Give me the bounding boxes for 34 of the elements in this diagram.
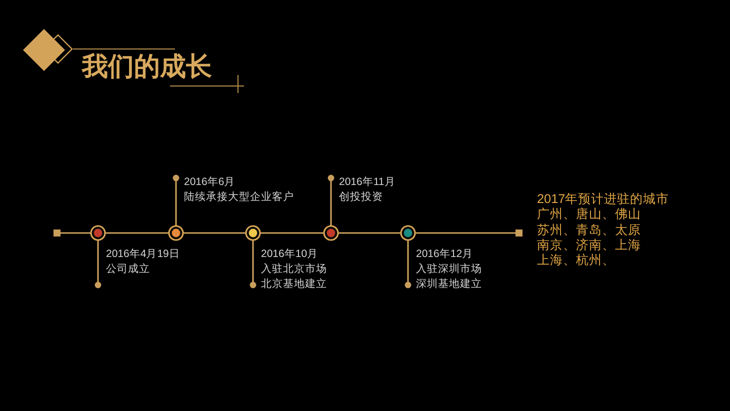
timeline-line [184, 232, 246, 234]
milestone-circle [245, 225, 261, 241]
timeline-line [338, 232, 400, 234]
date-label: 2016年11月 [339, 175, 396, 190]
date-label: 2016年12月 [416, 247, 474, 262]
list-heading: 2017年预计进驻的城市 [537, 192, 670, 208]
city-list-line: 南京、济南、上海 [537, 238, 641, 254]
timeline-line [260, 232, 324, 234]
timeline-line [54, 230, 90, 236]
event-text: 陆续承接大型企业客户 [184, 190, 294, 205]
city-list-line: 苏州、青岛、太原 [537, 222, 641, 238]
event-text: 入驻北京市场 [261, 262, 327, 277]
milestone-circle [90, 225, 106, 241]
event-text: 入驻深圳市场 [416, 262, 482, 277]
event-text: 创投投资 [339, 190, 383, 205]
timeline-line [416, 230, 522, 236]
date-label: 2016年6月 [184, 175, 236, 190]
date-label: 2016年4月19日 [106, 247, 180, 262]
leader-line [250, 240, 256, 288]
leader-line [328, 174, 334, 226]
leader-line [94, 240, 102, 288]
city-list-line: 上海、杭州、 [537, 253, 615, 268]
title: 我们的成长 [82, 51, 212, 81]
milestone-circle [168, 225, 184, 241]
event-text: 深圳基地建立 [416, 277, 482, 292]
leader-line [404, 240, 412, 288]
leader-line [172, 174, 180, 226]
timeline-line [106, 232, 168, 234]
event-text: 公司成立 [106, 262, 150, 277]
event-text: 北京基地建立 [261, 277, 327, 292]
milestone-circle [323, 225, 339, 241]
date-label: 2016年10月 [261, 247, 318, 262]
milestone-circle [400, 225, 416, 241]
city-list-line: 广州、唐山、佛山 [537, 207, 641, 223]
